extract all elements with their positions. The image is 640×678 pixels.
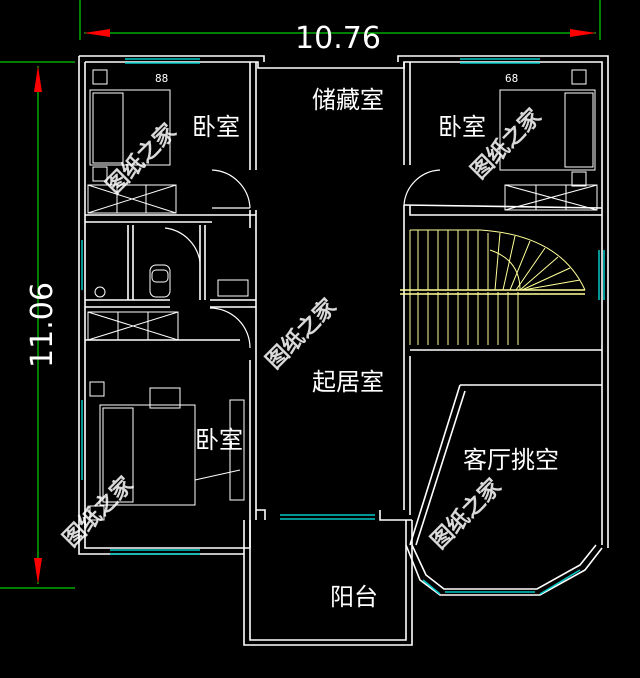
watermark-5: 图纸之家 <box>426 473 507 554</box>
windows <box>81 58 605 595</box>
room-label-bedroom-top-right: 卧室 <box>438 113 486 141</box>
bed-top-left <box>89 89 171 166</box>
wardrobe-top-left <box>87 184 177 214</box>
bed-mark-left: 88 <box>155 72 168 85</box>
arrow-down-icon <box>34 558 42 584</box>
bed-top-right <box>499 89 596 171</box>
arrow-right-icon <box>570 29 596 37</box>
watermark-4: 图纸之家 <box>58 471 139 552</box>
dimension-width: 10.76 <box>79 0 601 56</box>
room-label-balcony: 阳台 <box>330 583 378 611</box>
furniture <box>87 69 598 521</box>
doors <box>164 169 441 349</box>
wardrobe-top-right <box>504 184 598 211</box>
walls <box>78 55 609 646</box>
arrow-left-icon <box>84 29 110 37</box>
watermarks: 图纸之家 图纸之家 图纸之家 图纸之家 图纸之家 <box>58 103 547 554</box>
toilet <box>149 264 171 298</box>
room-label-bedroom-top-left: 卧室 <box>192 113 240 141</box>
room-label-living-room: 起居室 <box>312 368 384 396</box>
bed-bottom-left <box>99 404 196 506</box>
watermark-3: 图纸之家 <box>261 293 342 374</box>
wardrobe-bottom-left <box>87 311 179 341</box>
staircase <box>400 229 586 345</box>
room-label-hall-void: 客厅挑空 <box>463 446 559 474</box>
height-dimension-label: 11.06 <box>25 282 60 368</box>
room-label-storage: 储藏室 <box>312 86 384 114</box>
dimension-height: 11.06 <box>0 61 75 589</box>
width-dimension-label: 10.76 <box>295 21 381 56</box>
floor-drain <box>94 286 106 298</box>
washbasin <box>217 279 249 297</box>
room-label-bedroom-bottom-left: 卧室 <box>195 426 243 454</box>
bed-mark-right: 68 <box>505 72 518 85</box>
arrow-up-icon <box>34 66 42 92</box>
